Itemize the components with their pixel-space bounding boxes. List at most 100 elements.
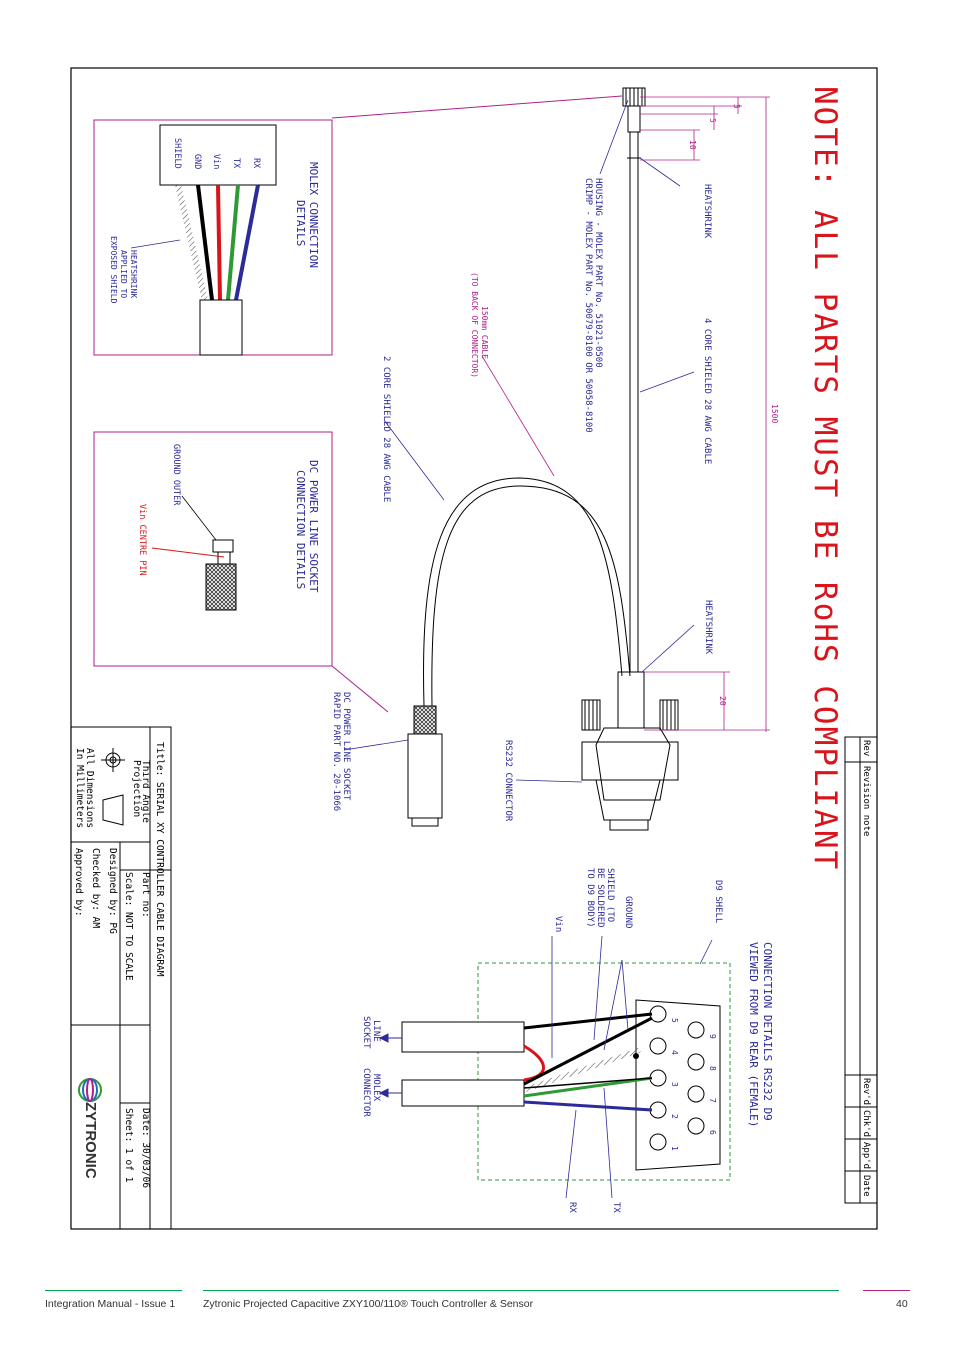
molex-callout-line	[331, 95, 623, 119]
pin-8: 8	[708, 1066, 717, 1071]
d9-connector	[581, 699, 679, 831]
cable-150-label-2: (TO BACK OF CONNECTOR)	[470, 272, 479, 378]
vin-label: Vin	[553, 916, 563, 932]
dc-details-title-1: DC POWER LINE SOCKET	[307, 460, 320, 593]
dc-details-title-2: CONNECTION DETAILS	[294, 470, 307, 589]
vin-centre-leader	[151, 547, 225, 558]
dc-socket	[407, 705, 443, 827]
d9-details-title-2: VIEWED FROM D9 REAR (FEMALE)	[747, 942, 760, 1127]
molex-pin-shield: SHIELD	[172, 138, 182, 169]
dim-20: 20	[718, 696, 727, 706]
molex-pin-rx: RX	[251, 158, 261, 169]
molex-pin-tx: TX	[231, 158, 241, 169]
molex-plug	[622, 87, 646, 133]
shield-label-2: BE SOLDERED	[595, 868, 605, 928]
dimensions-label-2: In Millimeters	[74, 748, 85, 828]
d9-shell-outline	[477, 962, 731, 1181]
heatshrink-shield-1: HEATSHRINK	[129, 250, 138, 298]
drawing-title: Title: SERIAL XY CONTROLLER CABLE DIAGRA…	[154, 742, 165, 977]
appd-header: App'd	[861, 1142, 871, 1169]
rx-label: RX	[567, 1202, 577, 1213]
molex-connector-label-2: CONNECTOR	[361, 1068, 371, 1117]
dim-5a: 5	[732, 104, 741, 109]
line-socket-cable	[401, 1021, 525, 1053]
designed-by: Designed by: PG	[107, 848, 118, 934]
dimensions-label-1: All Dimensions	[84, 748, 95, 828]
date-header: Date	[861, 1175, 871, 1197]
footer-left: Integration Manual - Issue 1	[45, 1298, 176, 1310]
sheet-border	[70, 67, 878, 1230]
pin-3: 3	[670, 1082, 679, 1087]
pin-2: 2	[670, 1114, 679, 1119]
date: Date: 30/03/06	[140, 1108, 151, 1188]
ground-outer-leader	[181, 495, 217, 541]
tx-label: TX	[611, 1202, 621, 1213]
revd-header: Rev'd	[861, 1078, 871, 1105]
pin-5: 5	[670, 1018, 679, 1023]
part-no: Part no:	[140, 872, 151, 918]
pin-4: 4	[670, 1050, 679, 1055]
heatshrink-bottom-label: HEATSHRINK	[703, 600, 713, 655]
rohs-note: NOTE: ALL PARTS MUST BE RoHS COMPLIANT	[807, 86, 843, 871]
dc-socket-label-1: DC POWER LINE SOCKET	[341, 692, 351, 801]
logo-text: ZYTRONIC	[82, 1102, 99, 1179]
dc-vin-centre: Vin CENTRE PIN	[137, 504, 147, 576]
revision-note-header: Revision note	[861, 766, 871, 836]
ground-label: GROUND	[623, 896, 633, 929]
heatshrink-shield-3: EXPOSED SHIELD	[109, 236, 118, 304]
dc-ground-outer: GROUND OUTER	[171, 444, 181, 506]
rs232-label: RS232 CONNECTOR	[503, 740, 513, 822]
molex-wires	[175, 184, 260, 301]
heatshrink-top-label: HEATSHRINK	[702, 184, 712, 239]
dc-socket-label-2: RAPID PART NO. 20-1066	[331, 692, 341, 811]
dc-details-box	[93, 431, 333, 667]
molex-details-title-1: MOLEX CONNECTION	[307, 162, 320, 268]
shield-label-1: SHIELD (TO	[605, 868, 615, 922]
cable-150-leader	[481, 355, 555, 477]
two-core-cable-inner	[431, 485, 631, 707]
approved-by: Approved by:	[73, 848, 84, 917]
page-number: 40	[896, 1298, 908, 1310]
label-leaders	[343, 99, 695, 783]
sheet-number: Sheet: 1 of 1	[123, 1108, 134, 1183]
molex-pin-vin: Vin	[211, 154, 221, 169]
pin-9: 9	[708, 1034, 717, 1039]
dim-10: 10	[688, 140, 697, 150]
d9-pins	[649, 1005, 705, 1151]
projection-label-1: Third Angle	[140, 760, 151, 823]
dc-callout-line	[331, 665, 389, 713]
revision-table	[844, 736, 878, 1204]
line-socket-label-2: SOCKET	[361, 1016, 371, 1049]
dim-5b: 5	[708, 118, 717, 123]
two-core-cable-outer	[423, 477, 623, 707]
heatshrink-shield-2: APPLIED TO	[119, 250, 128, 298]
projection-label-2: Projection	[131, 760, 142, 817]
pin-6: 6	[708, 1130, 717, 1135]
checked-by: Checked by: AM	[90, 848, 101, 928]
d9-shell-label: D9 SHELL	[713, 880, 723, 923]
two-core-label: 2 CORE SHIELED 28 AWG CABLE	[381, 356, 391, 502]
molex-cable-jacket	[199, 299, 243, 356]
molex-connector-label-1: MOLEX	[371, 1074, 381, 1102]
molex-details-title-2: DETAILS	[294, 200, 307, 246]
d9-pin-face	[635, 999, 721, 1171]
projection-symbol	[101, 748, 125, 826]
cable-arrows	[378, 1033, 402, 1098]
scale: Scale: NOT TO SCALE	[123, 872, 134, 981]
rev-header: Rev	[861, 740, 871, 756]
d9-heatshrink	[617, 671, 645, 729]
molex-connector-cable	[401, 1079, 525, 1107]
line-socket-label-1: LINE	[371, 1020, 381, 1042]
footer-center: Zytronic Projected Capacitive ZXY100/110…	[203, 1298, 534, 1310]
d9-wires	[523, 1012, 653, 1112]
four-core-label: 4 CORE SHIELED 28 AWG CABLE	[702, 318, 712, 464]
dim-1500: 1500	[770, 404, 779, 423]
d9-details-title-1: CONNECTION DETAILS RS232 D9	[761, 942, 774, 1121]
zytronic-logo: ZYTRONIC	[78, 1078, 102, 1179]
pin-7: 7	[708, 1098, 717, 1103]
dc-socket-detail	[205, 539, 237, 611]
chkd-header: Chk'd	[861, 1110, 871, 1137]
cable-150-label-1: 150mm CABLE	[480, 306, 489, 359]
shield-label-3: TO D9 BODY)	[585, 868, 595, 928]
